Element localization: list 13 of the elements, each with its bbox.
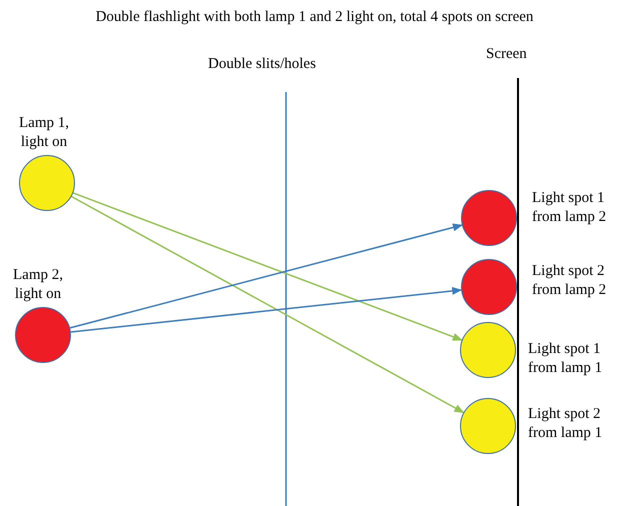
lamp-label: Lamp 1, light on — [18, 114, 70, 152]
spot-label: Light spot 1 from lamp 1 — [528, 340, 604, 378]
light-ray-arrow — [72, 192, 463, 341]
screen-label: Screen — [486, 46, 527, 63]
spot-label: Light spot 2 from lamp 1 — [528, 405, 604, 443]
diagram-title: Double flashlight with both lamp 1 and 2 light on, total 4 spots on screen — [94, 9, 534, 26]
slits-label: Double slits/holes — [208, 56, 316, 73]
light-ray-arrow — [70, 224, 463, 329]
spot-label: Light spot 2 from lamp 2 — [532, 262, 608, 300]
lamp-label: Lamp 2, light on — [12, 266, 64, 304]
light-ray-arrow — [70, 286, 462, 333]
spot-label: Light spot 1 from lamp 2 — [532, 189, 608, 227]
light-ray-arrow — [71, 196, 464, 414]
